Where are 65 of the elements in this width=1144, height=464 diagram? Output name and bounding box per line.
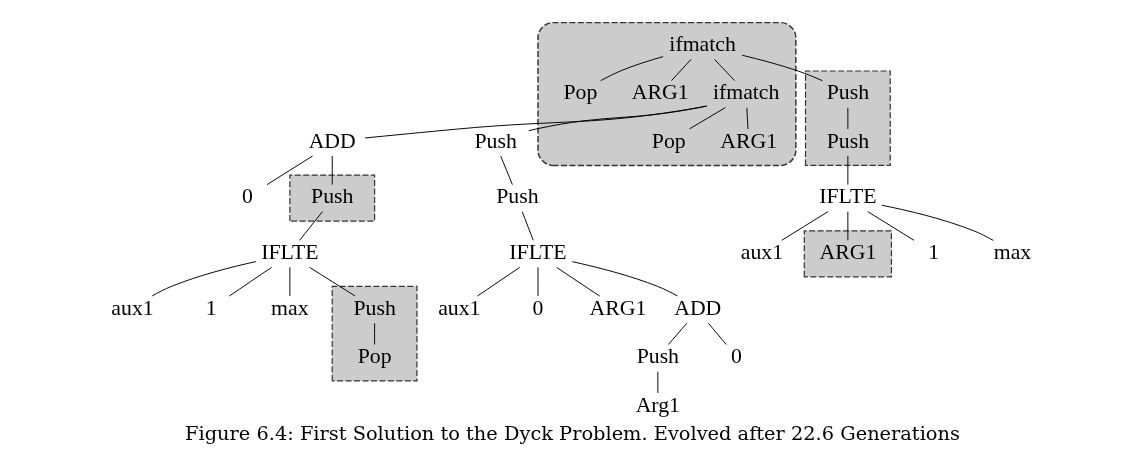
connector [527, 105, 707, 132]
connector [670, 58, 692, 82]
caption: Figure 6.4: First Solution to the Dyck Problem. Evolved after 22.6 Generations [184, 421, 960, 445]
connector [266, 155, 313, 186]
connector [707, 322, 727, 345]
node-text: ARG1 [818, 240, 876, 265]
node-text: IFLTE [508, 240, 567, 265]
node-text: ARG1 [631, 80, 689, 105]
cluster [803, 230, 892, 278]
node-text: IFLTE [260, 240, 318, 265]
connector [741, 54, 823, 82]
node-text: Push [495, 184, 539, 209]
connector [521, 211, 534, 241]
node-text: aux1 [437, 295, 480, 320]
connector [780, 211, 828, 241]
connector [745, 107, 748, 130]
connector [667, 322, 687, 345]
connector [555, 266, 600, 297]
connector [364, 105, 707, 139]
connector [373, 322, 375, 345]
connector [151, 261, 256, 297]
node-text: 1 [927, 240, 939, 265]
connector [846, 107, 848, 130]
node-text: aux1 [110, 295, 154, 320]
connector [880, 204, 994, 241]
connector [846, 211, 848, 241]
node-text: Pop [357, 344, 392, 369]
node-text: IFLTE [818, 184, 876, 209]
node-text: ADD [308, 128, 356, 153]
node-text: ifmatch [668, 31, 736, 56]
node-text: ARG1 [719, 128, 777, 153]
cluster [536, 21, 797, 167]
node-text: 1 [205, 295, 217, 320]
node-text: 0 [532, 295, 543, 320]
node-text: Pop [651, 128, 686, 153]
connector [308, 266, 356, 297]
cluster [804, 70, 891, 167]
cluster [288, 174, 375, 222]
connector [713, 58, 735, 82]
node-text: Push [826, 80, 869, 105]
connector [599, 56, 664, 82]
node-text: ifmatch [712, 80, 779, 105]
connector [228, 266, 272, 297]
connector [571, 261, 678, 297]
connector [476, 266, 520, 297]
connector [331, 155, 333, 186]
connector [846, 155, 848, 186]
node-text: Push [826, 128, 869, 153]
node-text: max [993, 240, 1031, 265]
node-text: Push [636, 344, 679, 369]
node-text: Push [473, 128, 517, 153]
node-text: aux1 [740, 240, 783, 265]
node-text: 0 [241, 184, 253, 209]
node-text: Pop [562, 80, 597, 105]
node-text: Arg1 [635, 392, 680, 417]
connector [499, 155, 513, 186]
node-text: max [270, 295, 309, 320]
cluster [331, 285, 418, 382]
node-text: 0 [730, 344, 742, 369]
node-text: ARG1 [588, 295, 646, 320]
connector [688, 107, 726, 130]
node-text: Push [352, 295, 396, 320]
node-text: Push [310, 184, 353, 209]
node-text: ADD [673, 295, 721, 320]
connector [866, 211, 914, 241]
